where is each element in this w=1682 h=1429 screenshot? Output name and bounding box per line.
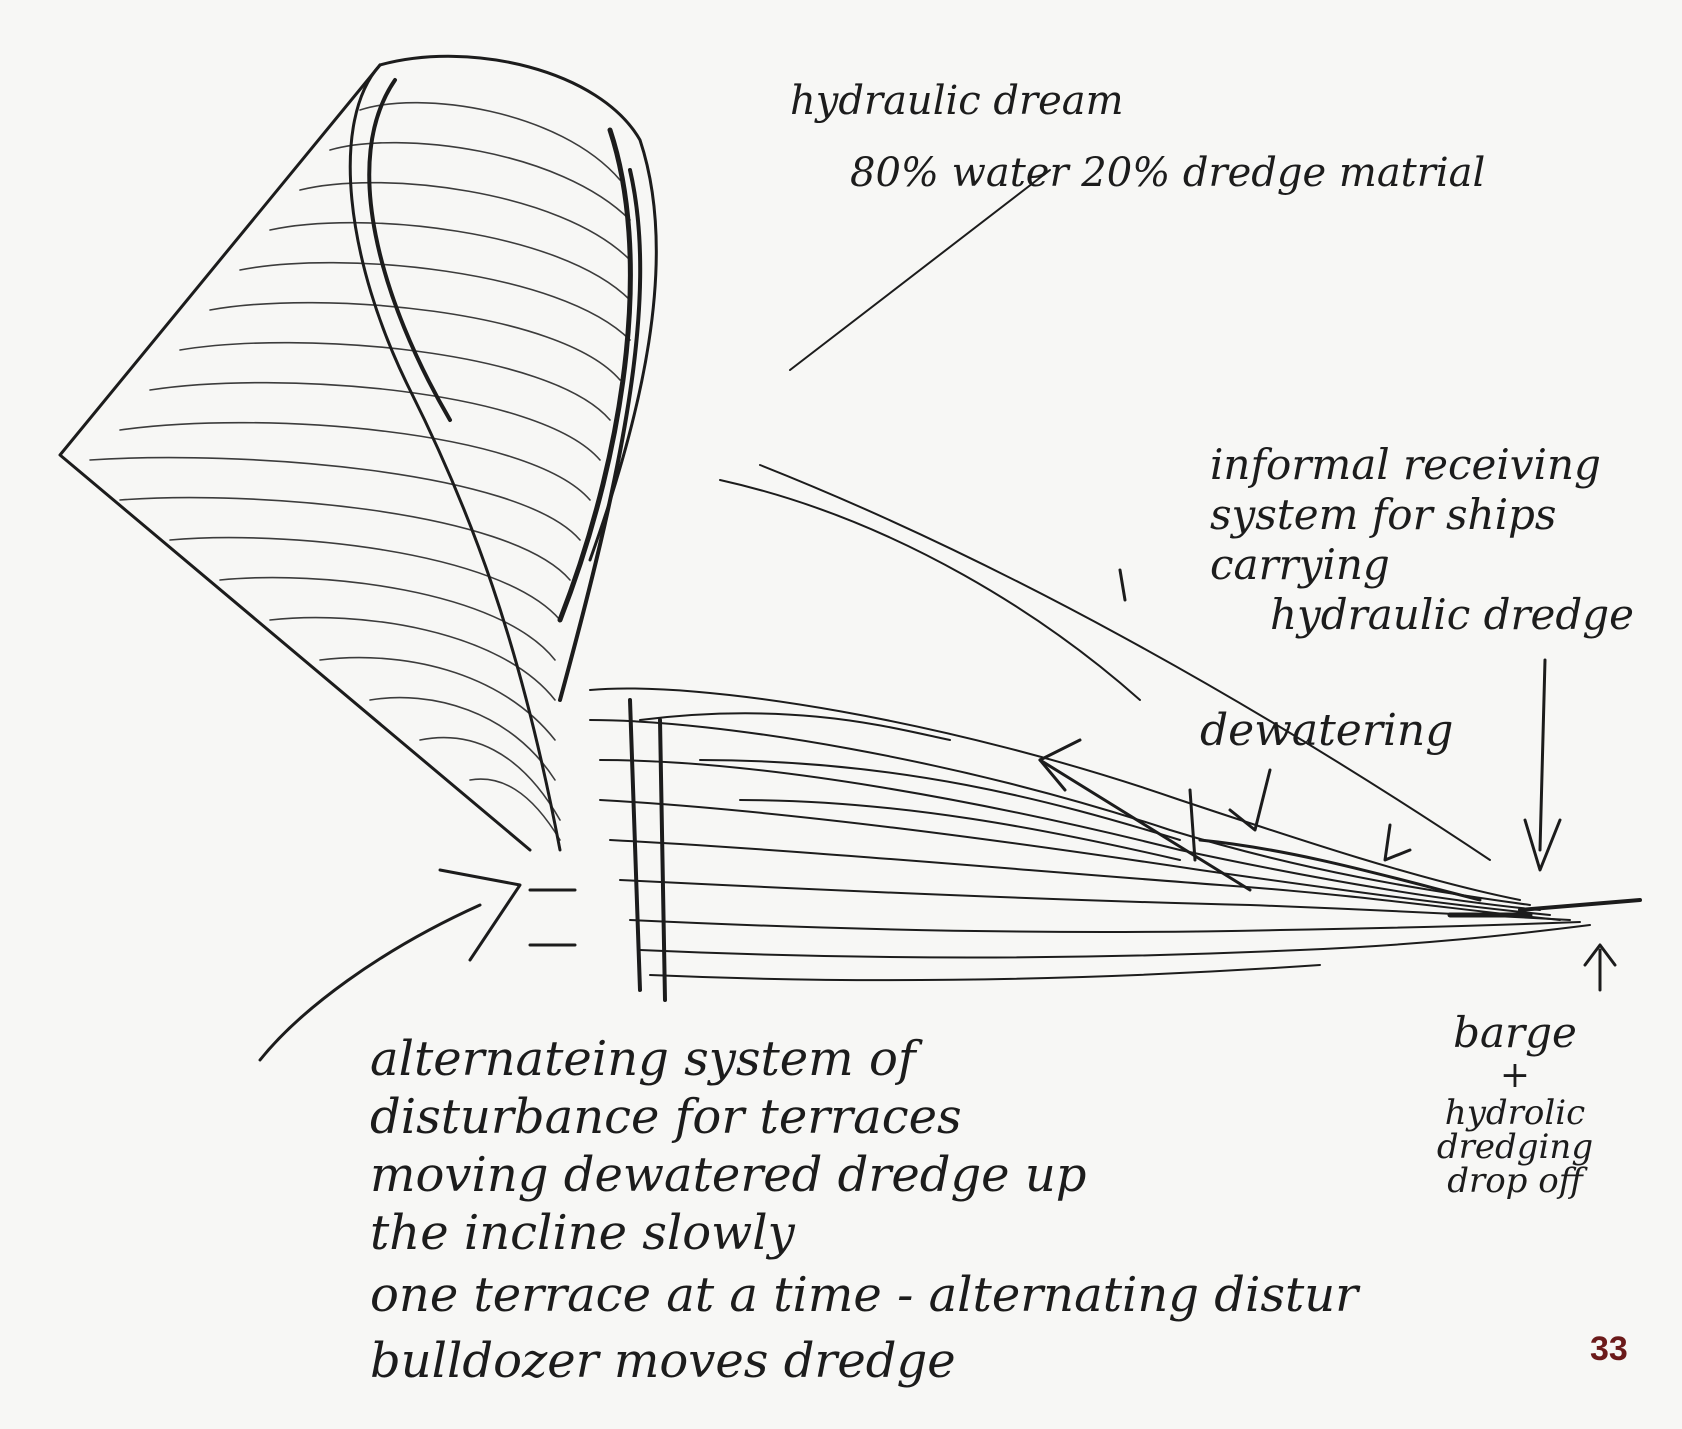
main-note-line-6: bulldozer moves dredge — [370, 1328, 1358, 1394]
dewatering-label: dewatering — [1200, 705, 1453, 756]
disturbance-walls — [630, 700, 665, 1000]
barge-note: barge + hydrolic dredging drop off — [1400, 1010, 1630, 1198]
barge-line-3: hydrolic — [1400, 1096, 1630, 1130]
receiving-note: informal receiving system for ships carr… — [1210, 440, 1601, 640]
mix-label: 80% water 20% dredge matrial — [850, 150, 1485, 196]
page-number: 33 — [1590, 1330, 1628, 1369]
main-note-line-4: the incline slowly — [370, 1204, 1358, 1262]
receiving-line-1: informal receiving — [1210, 440, 1601, 490]
main-note-line-2: disturbance for terraces — [370, 1088, 1358, 1146]
receiving-line-2: system for ships — [1210, 490, 1601, 540]
cone-label: hydraulic dream — [790, 78, 1124, 124]
main-note-line-3: moving dewatered dredge up — [370, 1146, 1358, 1204]
barge-line-5: drop off — [1400, 1164, 1630, 1198]
barge-line-4: dredging — [1400, 1130, 1630, 1164]
receiving-line-3: carrying — [1210, 540, 1601, 590]
receiving-line-4: hydraulic dredge — [1270, 590, 1661, 640]
main-notes: alternateing system of disturbance for t… — [370, 1030, 1358, 1394]
cone-drawing — [60, 56, 656, 850]
barge-line-2: + — [1400, 1056, 1630, 1096]
main-note-line-1: alternateing system of — [370, 1030, 1358, 1088]
cone-hatching — [90, 103, 630, 840]
main-note-line-5: one terrace at a time - alternating dist… — [370, 1262, 1358, 1328]
barge-line-1: barge — [1400, 1010, 1630, 1056]
